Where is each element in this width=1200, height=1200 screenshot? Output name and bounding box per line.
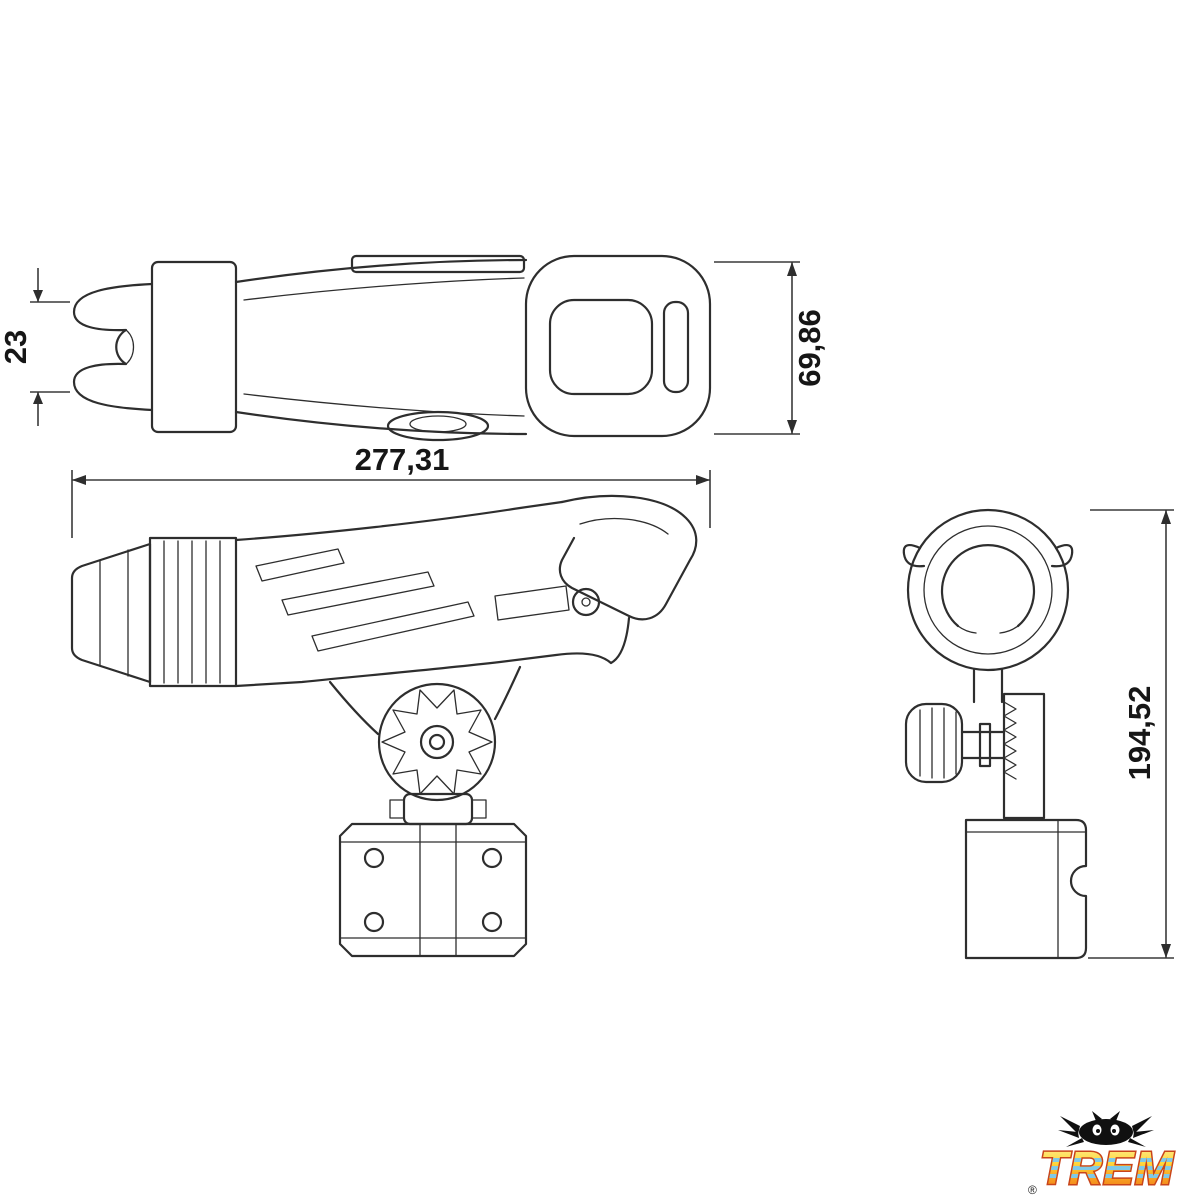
body-slot — [255, 548, 345, 582]
knob-hub-inner — [428, 733, 446, 751]
spider-body — [1079, 1119, 1133, 1145]
body-bottom-edge — [234, 410, 528, 436]
fork-outline — [72, 282, 154, 412]
clamp-knob — [904, 702, 964, 784]
spider-leg — [1110, 1111, 1120, 1121]
spider-pupil — [1096, 1129, 1100, 1133]
label-plate — [494, 585, 570, 621]
spider-leg — [1092, 1111, 1102, 1121]
dimension-overall-length: 277,31 — [71, 442, 711, 538]
stem-tab — [471, 799, 487, 819]
ratchet-serration — [1003, 701, 1017, 780]
overall-height-label: 194,52 — [1122, 686, 1157, 781]
bracket-left-edge — [328, 680, 380, 736]
arrowhead — [33, 392, 43, 404]
fork-inner-line — [125, 329, 135, 365]
body-slot — [311, 601, 475, 652]
overall-length-label: 277,31 — [355, 442, 450, 477]
spider-leg — [1133, 1130, 1154, 1138]
ratchet-knob-star — [381, 689, 493, 795]
ring-ear-left — [902, 543, 926, 568]
holder-height-label: 69,86 — [792, 309, 827, 387]
top-view — [72, 254, 712, 442]
mount-hole — [363, 911, 385, 933]
spider-pupil — [1112, 1129, 1116, 1133]
hook-outline — [558, 494, 698, 621]
clamp-knob-ribs — [919, 707, 957, 779]
mount-base-outline — [338, 822, 528, 958]
pivot-stem — [402, 792, 474, 826]
holder-ring-outer — [906, 508, 1070, 672]
mount-hole — [481, 911, 503, 933]
neck-lines — [972, 668, 1004, 704]
knurl-ring — [148, 536, 238, 688]
hook-pivot-hole — [571, 587, 601, 617]
knurl-band-top-view — [150, 260, 238, 434]
rod-tip-cup — [70, 542, 152, 684]
clamp-washer — [978, 722, 992, 768]
dimension-holder-height: 69,86 — [714, 261, 827, 435]
arrowhead — [1161, 510, 1171, 524]
clamp-bolt — [960, 730, 1006, 760]
dimension-fork-width: 23 — [0, 268, 70, 426]
knob-top-profile — [386, 410, 490, 442]
opening-prong-tips — [957, 625, 1019, 634]
spider-leg — [1058, 1130, 1079, 1138]
side-view — [70, 494, 698, 958]
side-mount-base — [964, 818, 1088, 960]
fork-width-label: 23 — [0, 330, 33, 364]
mount-base-lines — [339, 823, 527, 957]
trem-logo: TREM ® — [1028, 1111, 1175, 1197]
spider-leg — [1060, 1116, 1080, 1134]
mount-hole — [481, 847, 503, 869]
body-top-edge — [234, 258, 528, 284]
top-tab — [350, 254, 526, 274]
hook-inner-line — [579, 517, 669, 535]
knob-top-profile-inner — [409, 415, 467, 433]
logo-stripes — [1039, 1158, 1175, 1178]
logo-stripe — [1039, 1174, 1175, 1178]
arrowhead — [787, 420, 797, 434]
spider-leg — [1066, 1138, 1084, 1147]
logo-stripe — [1039, 1166, 1175, 1170]
arrowhead — [33, 290, 43, 302]
logo-stripe — [1039, 1158, 1175, 1162]
arrowhead — [787, 262, 797, 276]
holder-ring-opening — [940, 544, 1036, 628]
hinge-plate — [1002, 692, 1046, 820]
body-underside — [234, 616, 631, 688]
body-inner-bottom-line — [243, 393, 525, 417]
tube-end-opening — [548, 298, 654, 396]
hook-pivot-center — [581, 597, 591, 607]
mount-hole — [363, 847, 385, 869]
tube-end-slot — [662, 300, 690, 394]
tube-end-outer — [524, 254, 712, 438]
spider-leg — [1128, 1138, 1146, 1147]
end-view — [902, 508, 1088, 960]
body-top-line — [234, 500, 564, 542]
bracket-right-edge — [493, 665, 522, 721]
ratchet-knob-rim — [377, 682, 497, 802]
ring-ear-right — [1050, 543, 1074, 568]
registered-mark: ® — [1028, 1183, 1037, 1197]
body-inner-top-line — [243, 277, 525, 301]
knob-hub-outer — [419, 724, 455, 760]
spider-icon — [1058, 1111, 1154, 1147]
stem-tab — [389, 799, 405, 819]
arrowhead — [1161, 944, 1171, 958]
body-slot — [281, 571, 435, 616]
holder-ring-mid — [923, 525, 1053, 655]
arrowhead — [696, 475, 710, 485]
dimension-overall-height: 194,52 — [1088, 509, 1174, 959]
arrowhead — [72, 475, 86, 485]
side-mount-base-lines — [965, 819, 1087, 959]
spider-leg — [1132, 1116, 1152, 1134]
knurl-ribs — [163, 540, 221, 684]
